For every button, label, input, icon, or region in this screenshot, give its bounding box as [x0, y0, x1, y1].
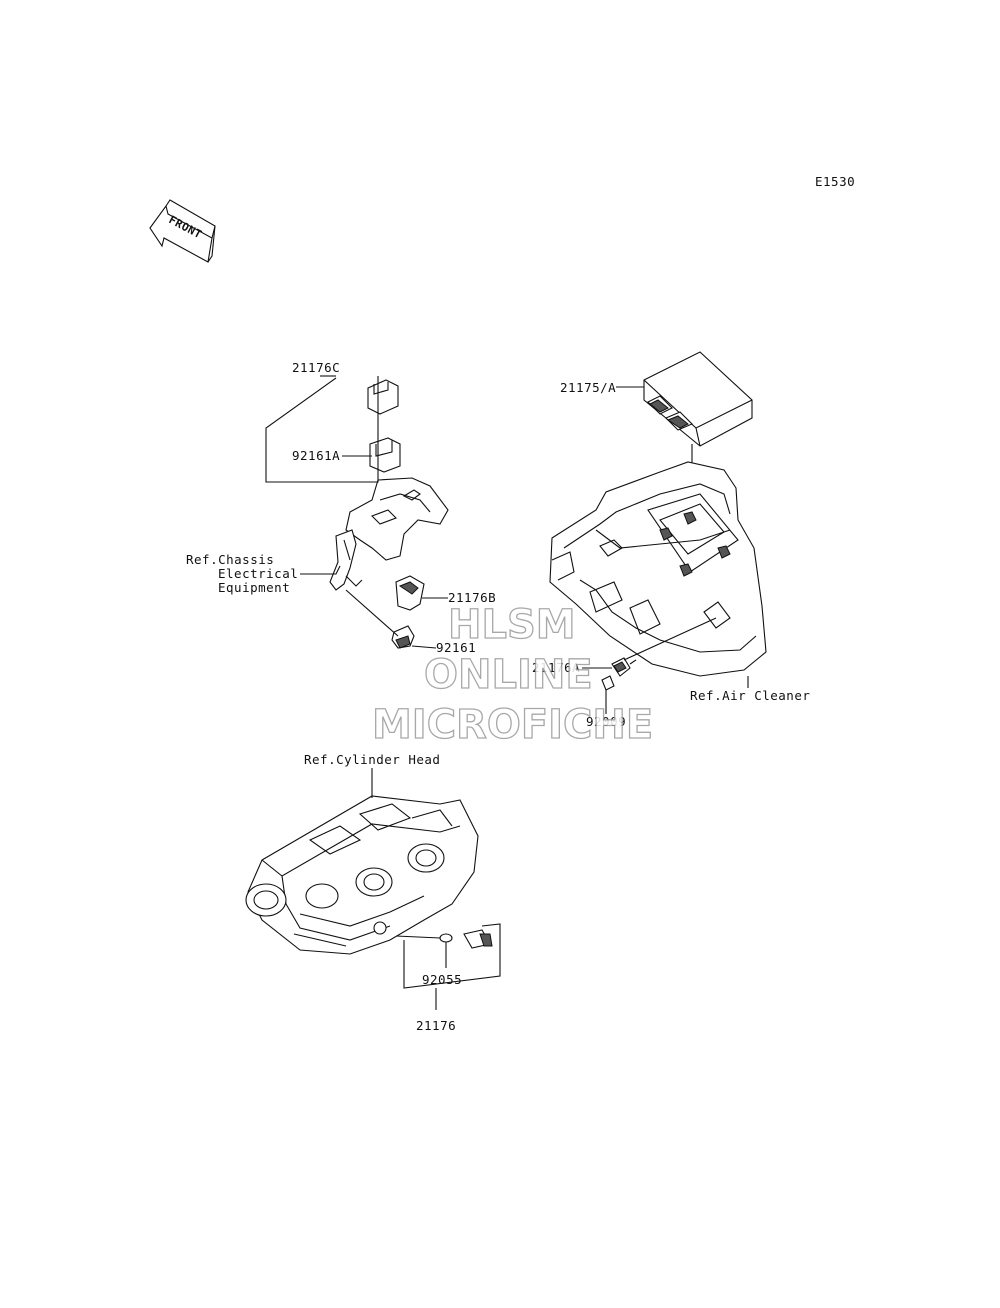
label-21176c: 21176C: [292, 360, 340, 375]
watermark-line-2: ONLINE: [424, 652, 593, 698]
relay-bracket-assembly: [329, 379, 449, 649]
label-92009: 92009: [586, 714, 626, 729]
label-ref-air-cleaner: Ref.Air Cleaner: [690, 688, 810, 703]
label-ref-chassis-2: Electrical: [218, 566, 298, 581]
front-arrow-icon: FRONT: [149, 199, 216, 263]
group-bracket-21176: [403, 923, 501, 989]
label-21176b: 21176B: [448, 590, 496, 605]
watermark: HLSM ONLINE MICROFICHE: [371, 601, 654, 748]
label-ref-chassis-1: Ref.Chassis: [186, 552, 274, 567]
air-cleaner-housing: [549, 461, 767, 677]
label-ref-cylinder-head: Ref.Cylinder Head: [304, 752, 440, 767]
label-92055: 92055: [422, 972, 462, 987]
group-bracket-21176c: [265, 376, 379, 483]
label-92161: 92161: [436, 640, 476, 655]
label-21175a: 21175/A: [560, 380, 616, 395]
label-92161a: 92161A: [292, 448, 340, 463]
ecu-unit: [643, 351, 753, 447]
label-ref-chassis-3: Equipment: [218, 580, 290, 595]
diagram-code: E1530: [815, 174, 855, 189]
label-21176: 21176: [416, 1018, 456, 1033]
watermark-line-3: MICROFICHE: [372, 702, 653, 748]
sensor-21176a: [601, 657, 637, 691]
label-21176a: 21176A: [532, 660, 580, 675]
cylinder-head: [245, 795, 479, 955]
sensor-21176: [439, 929, 493, 949]
watermark-line-1: HLSM: [448, 602, 576, 648]
